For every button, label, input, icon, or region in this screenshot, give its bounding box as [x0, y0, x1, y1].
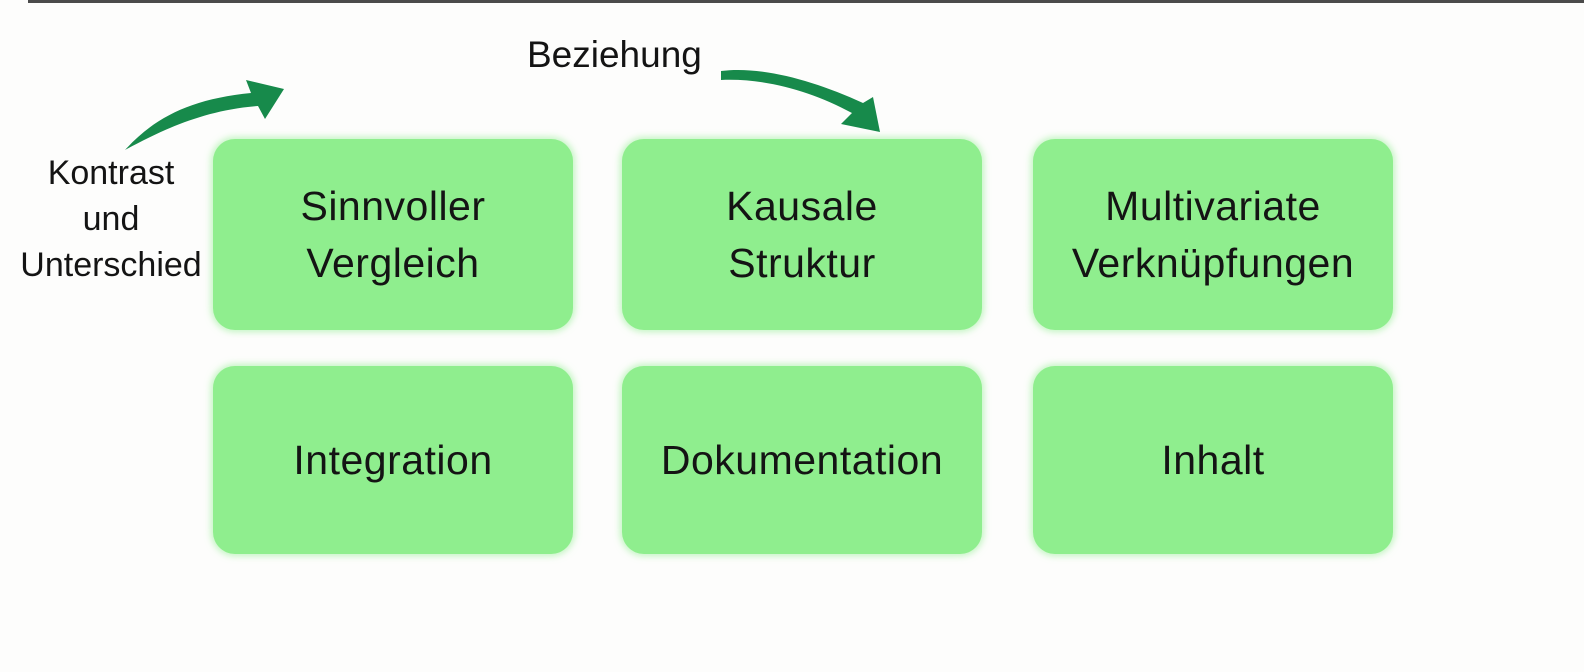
box-multivariate-verknuepfungen: Multivariate Verknüpfungen	[1033, 139, 1393, 330]
box-sinnvoller-vergleich: Sinnvoller Vergleich	[213, 139, 573, 330]
curved-arrow-up-right-icon	[125, 80, 284, 150]
box-label: Inhalt	[1161, 436, 1265, 483]
box-integration: Integration	[213, 366, 573, 554]
box-label: Kausale Struktur	[726, 182, 878, 286]
top-border-line	[28, 0, 1584, 3]
box-inhalt: Inhalt	[1033, 366, 1393, 554]
box-label: Integration	[293, 436, 493, 483]
curved-arrow-down-right-icon	[721, 69, 880, 132]
box-dokumentation: Dokumentation	[622, 366, 982, 554]
annotation-beziehung: Beziehung	[527, 34, 702, 75]
box-label: Sinnvoller Vergleich	[300, 182, 486, 286]
box-label: Dokumentation	[660, 436, 944, 483]
annotation-kontrast-und-unterschied: Kontrast und Unterschied	[20, 154, 202, 284]
box-kausale-struktur: Kausale Struktur	[622, 139, 982, 330]
box-label: Multivariate Verknüpfungen	[1071, 182, 1355, 286]
